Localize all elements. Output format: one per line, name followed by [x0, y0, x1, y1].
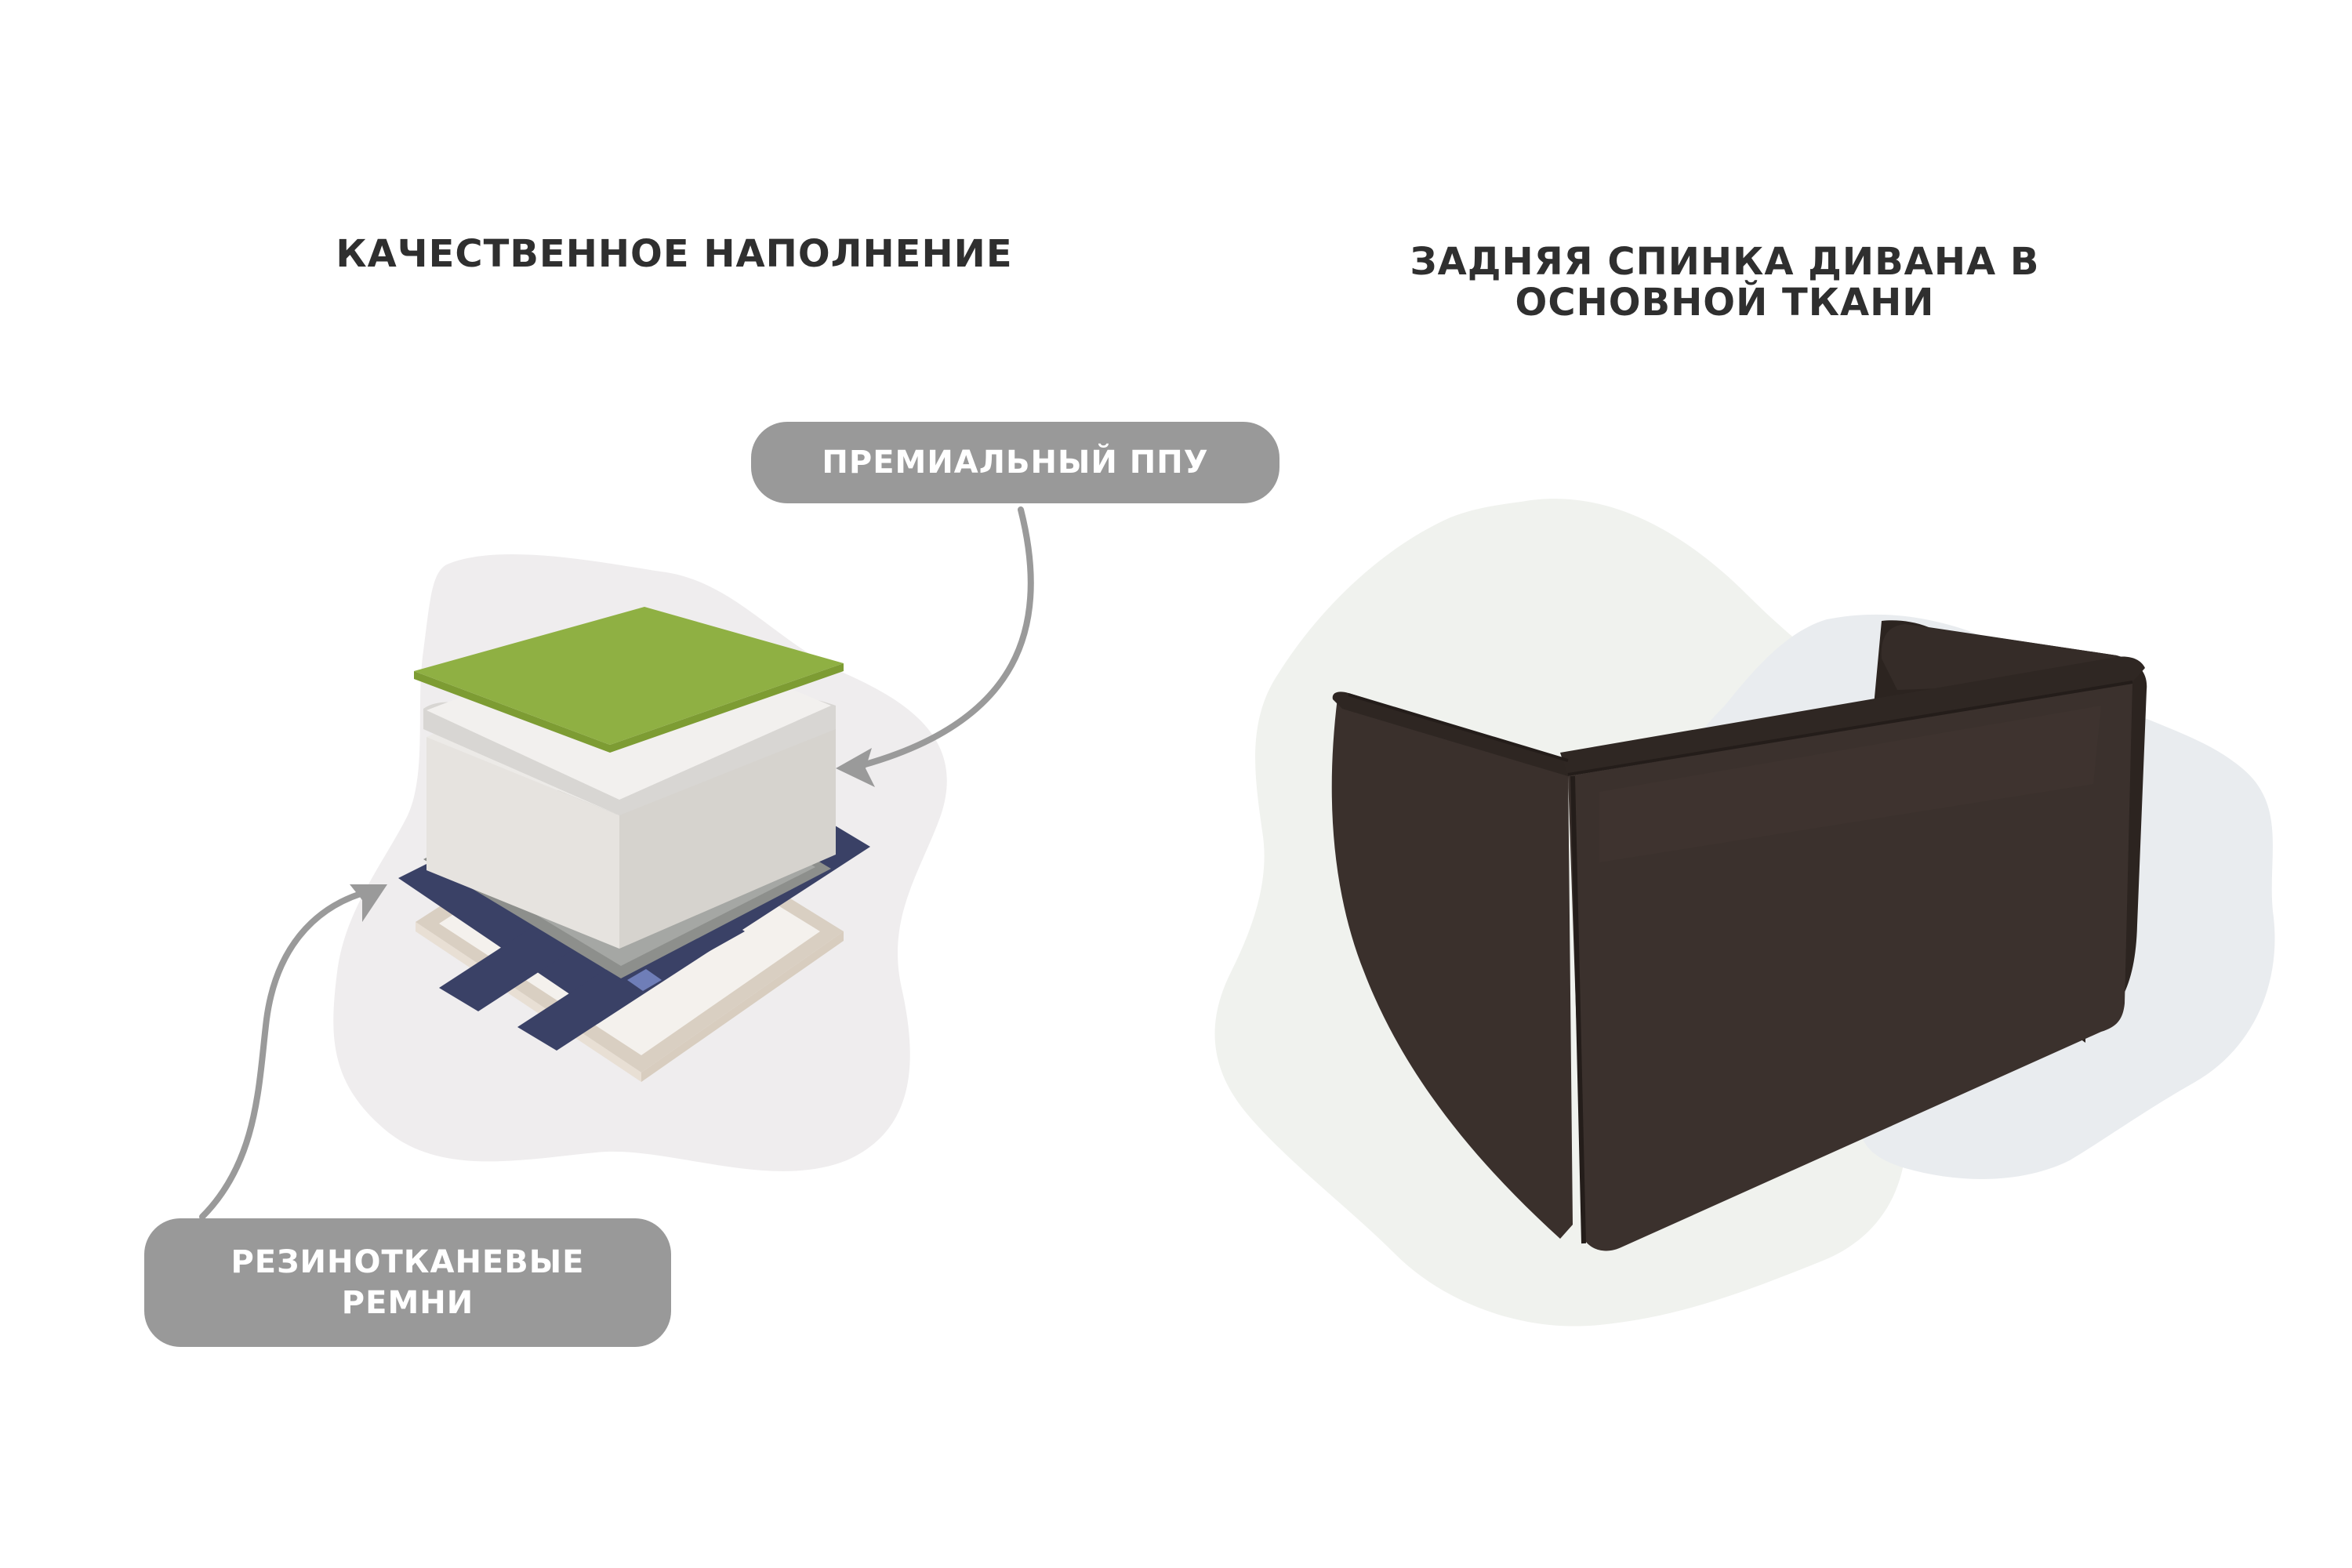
sofa-back-title-line-1: ЗАДНЯЯ СПИНКА ДИВАНА В — [1410, 240, 2040, 284]
arrow-straps — [199, 891, 364, 1220]
section-title-sofa-back: ЗАДНЯЯ СПИНКА ДИВАНА В ОСНОВНОЙ ТКАНИ — [1254, 241, 2195, 323]
green-top-layer — [414, 607, 844, 753]
arrow-premium — [859, 506, 1034, 768]
sofa-back-view — [1331, 620, 2147, 1251]
sofa-back-title-line-2: ОСНОВНОЙ ТКАНИ — [1515, 281, 1935, 325]
label-straps-line-2: РЕМНИ — [341, 1285, 474, 1321]
label-premium-foam: ПРЕМИАЛЬНЫЙ ППУ — [751, 422, 1279, 503]
label-elastic-straps: РЕЗИНОТКАНЕВЫЕ РЕМНИ — [144, 1218, 671, 1347]
label-premium-foam-text: ПРЕМИАЛЬНЫЙ ППУ — [822, 445, 1209, 481]
section-title-filling: КАЧЕСТВЕННОЕ НАПОЛНЕНИЕ — [336, 232, 1013, 276]
label-straps-line-1: РЕЗИНОТКАНЕВЫЕ — [230, 1244, 585, 1280]
arrow-straps-head — [350, 884, 387, 922]
arrow-premium-head — [836, 748, 875, 787]
